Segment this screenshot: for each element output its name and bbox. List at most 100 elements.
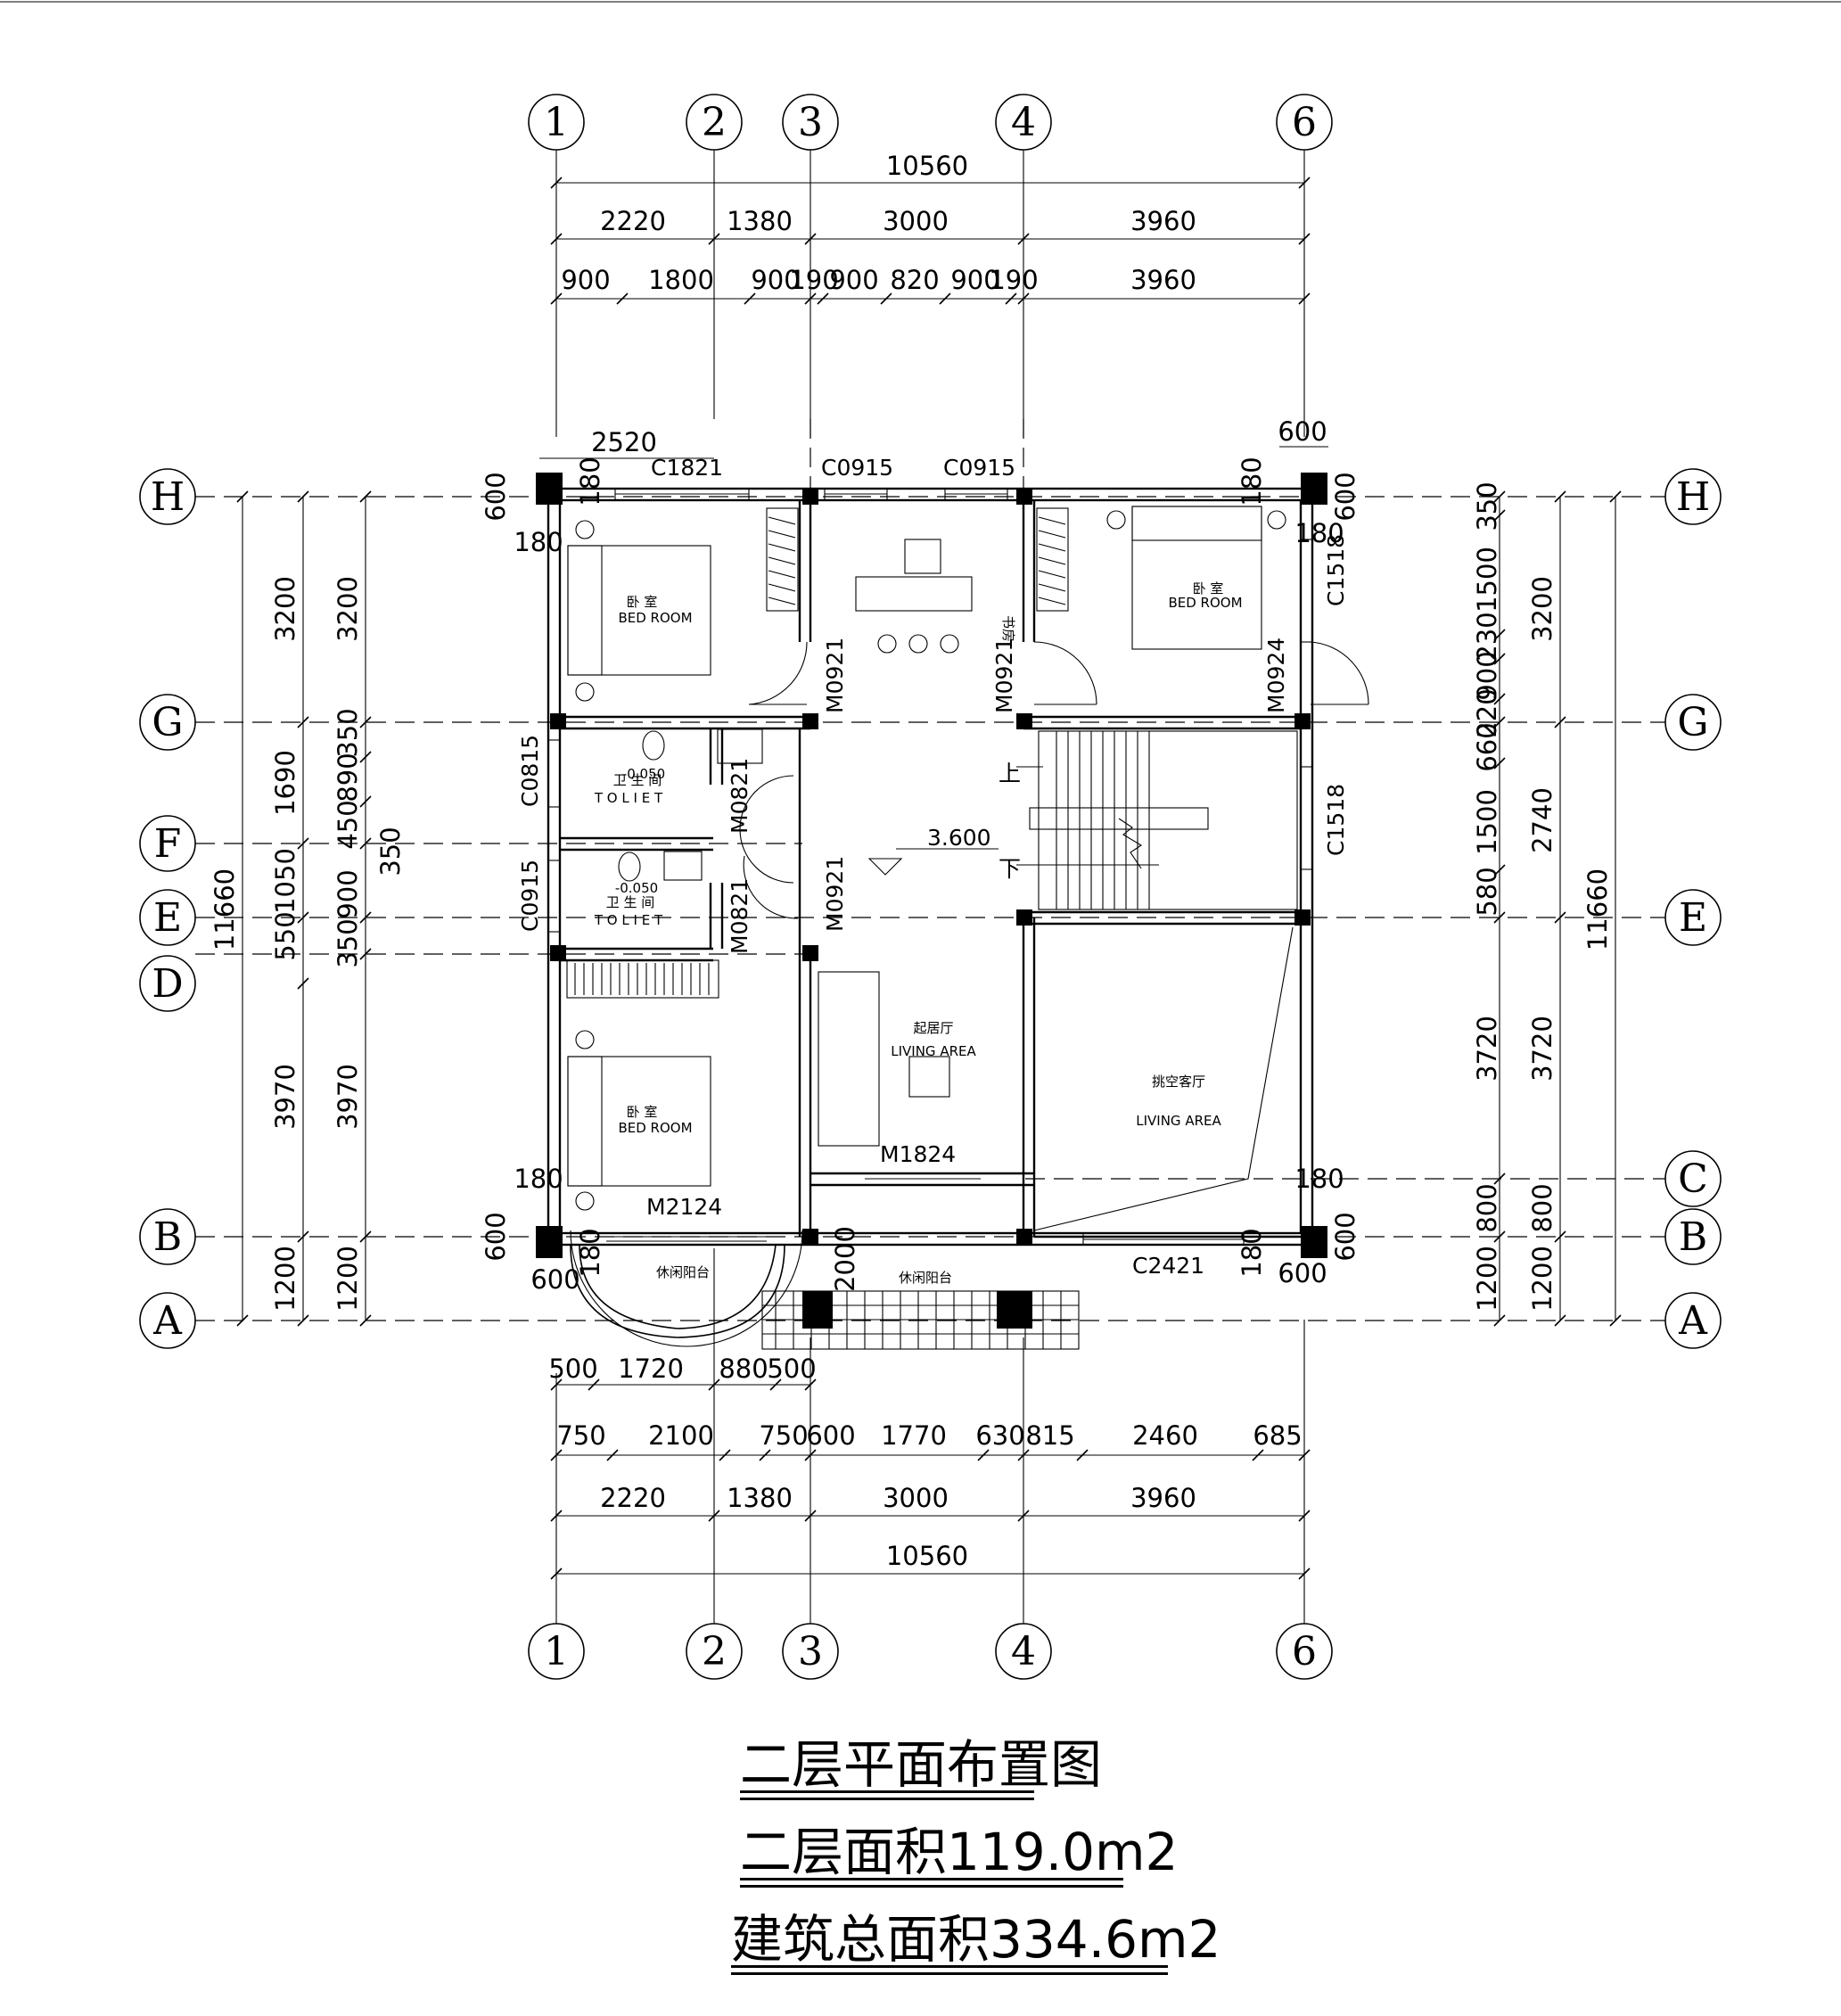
dim-text: 1380 <box>727 1483 793 1513</box>
dim-text: 10560 <box>886 151 968 181</box>
dim-text: 3960 <box>1130 265 1196 295</box>
dim-text: 550 <box>270 911 300 960</box>
dim-text: 600 <box>530 1264 579 1295</box>
dim-text: 1720 <box>618 1354 684 1384</box>
dim-text: 750 <box>556 1420 605 1451</box>
floor-area: 二层面积119.0m2 <box>740 1822 1179 1882</box>
axis-label: 4 <box>1011 100 1036 145</box>
room-name: 挑空客厅 <box>1152 1074 1205 1090</box>
floor-level: -0.050 <box>622 766 665 782</box>
dim-text: 3200 <box>270 576 300 642</box>
dim-text: 190 <box>789 265 838 295</box>
opening-label: M0921 <box>822 856 848 932</box>
opening-label: C1821 <box>651 455 723 481</box>
axis-label: H <box>151 474 185 520</box>
axis-label: E <box>153 895 182 941</box>
dim-text: 500 <box>767 1354 816 1384</box>
dim-text: 1800 <box>648 265 714 295</box>
room-name-en: LIVING AREA <box>1136 1113 1221 1129</box>
dim-text: 900 <box>829 265 878 295</box>
dim-text: 600 <box>481 1212 511 1261</box>
dim-text: 2460 <box>1132 1420 1198 1451</box>
room-name-en: BED ROOM <box>618 1120 692 1136</box>
dim-text: 600 <box>806 1420 855 1451</box>
axis-label: 1 <box>544 1629 569 1675</box>
dim-text: 900 <box>950 265 999 295</box>
dim-text: 660 <box>1472 722 1502 771</box>
dim-text: 880 <box>719 1354 768 1384</box>
opening-labels: C1821 C0915 C0915 C1518 C1518 C0815 C091… <box>517 455 1349 1279</box>
axis-label: E <box>1679 895 1707 941</box>
stair-down-label: 下 <box>999 856 1021 882</box>
axis-label: 6 <box>1292 1629 1317 1675</box>
dimensions-top: 10560 2220 1380 3000 3960 900 1800 900 1… <box>550 151 1311 305</box>
opening-label: M0821 <box>727 878 752 954</box>
room-name: 卧 室 <box>627 594 658 610</box>
balcony-curve <box>570 1244 785 1338</box>
room-name: 卧 室 <box>1193 580 1224 597</box>
room-name: 休闲阳台 <box>656 1264 710 1280</box>
axis-label: F <box>154 821 182 867</box>
dim-text: 180 <box>1294 1164 1344 1194</box>
opening-label: M0921 <box>822 638 848 713</box>
dim-text: 3200 <box>1527 576 1557 642</box>
dim-text: 2220 <box>600 1483 666 1513</box>
opening-label: C1518 <box>1323 784 1349 856</box>
dim-text: 3970 <box>333 1064 363 1130</box>
dim-text: 630 <box>975 1420 1024 1451</box>
axis-label: C <box>1678 1156 1708 1202</box>
axis-lines-vertical <box>555 150 1305 1624</box>
living-furniture <box>818 971 950 1147</box>
dim-text: 1380 <box>727 206 793 236</box>
axis-label: 2 <box>702 1629 727 1675</box>
dim-text: 815 <box>1025 1420 1074 1451</box>
dim-text: 10560 <box>886 1541 968 1571</box>
dim-text: 800 <box>1527 1183 1557 1232</box>
opening-label: C1518 <box>1323 534 1349 606</box>
dim-text: 3720 <box>1527 1016 1557 1082</box>
axis-label: A <box>1678 1298 1708 1344</box>
opening-label: C2421 <box>1132 1253 1204 1279</box>
dim-text: 800 <box>1472 1183 1502 1232</box>
dim-text: 2100 <box>648 1420 714 1451</box>
windows <box>547 488 1313 1246</box>
axis-label: 1 <box>544 100 569 145</box>
dim-text: 1200 <box>1472 1246 1502 1312</box>
opening-label: M1824 <box>880 1141 956 1167</box>
room-name-en: T O L I E T <box>594 912 663 928</box>
dim-text: 890 <box>333 753 363 802</box>
dim-text: 600 <box>1330 472 1360 521</box>
dim-text: 750 <box>759 1420 808 1451</box>
dim-text: 1770 <box>881 1420 947 1451</box>
stairs <box>1016 730 1298 910</box>
dim-text: 900 <box>333 869 363 918</box>
axis-bubbles-top: 1 2 3 4 6 <box>528 94 1333 151</box>
opening-label: C0815 <box>517 735 543 807</box>
axis-label: G <box>152 700 183 745</box>
wardrobes <box>566 507 1069 999</box>
level-label: 3.600 <box>927 825 991 851</box>
axis-label: 2 <box>702 100 727 145</box>
room-name: 卧 室 <box>627 1104 658 1120</box>
opening-label: C0915 <box>821 455 893 481</box>
dim-text: 11660 <box>1582 868 1613 950</box>
void-outline <box>1033 926 1294 1231</box>
room-labels: 卧 室 BED ROOM 卧 室 BED ROOM 卧 室 BED ROOM 卫… <box>594 580 1243 1286</box>
room-name: 卫 生 间 <box>613 772 662 788</box>
dim-text: 180 <box>514 527 563 557</box>
room-name-en: BED ROOM <box>618 610 692 626</box>
dim-text: 1690 <box>270 750 300 816</box>
dim-text: 3200 <box>333 576 363 642</box>
dim-text: 190 <box>989 265 1038 295</box>
dim-text: 2740 <box>1527 787 1557 853</box>
dim-text: 900 <box>561 265 610 295</box>
level-marker <box>867 858 903 876</box>
dimensions-bottom: 500 1720 880 500 750 2100 750 600 1770 6… <box>548 1354 1311 1580</box>
room-name: 起居厅 <box>913 1020 953 1036</box>
dim-text: 2520 <box>591 427 657 457</box>
room-name-en: LIVING AREA <box>891 1043 976 1059</box>
beds <box>567 506 1286 1211</box>
balcony-curve <box>579 1244 777 1329</box>
axis-bubbles-bottom: 1 2 3 4 6 <box>528 1623 1333 1680</box>
